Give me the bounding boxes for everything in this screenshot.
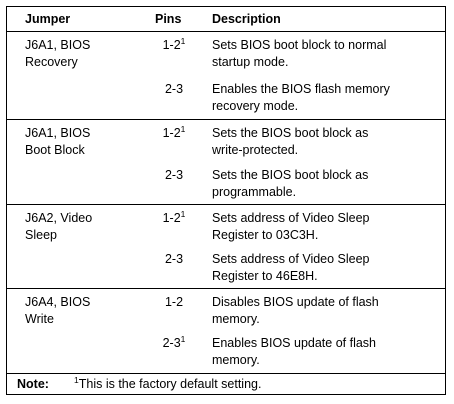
- pins-value: 2-3: [164, 168, 184, 182]
- description-cell: Sets address of Video Sleep Register to …: [212, 210, 440, 244]
- jumper-name-line: J6A1, BIOS: [25, 38, 91, 52]
- description-cell: Enables BIOS update of flash memory.: [212, 335, 440, 369]
- pins-value: 2-3: [164, 252, 184, 266]
- pins-cell: 2-3: [149, 251, 199, 268]
- jumper-cell: J6A1, BIOS Recovery: [25, 37, 135, 71]
- table-note-row: Note: 1This is the factory default setti…: [7, 374, 445, 394]
- table-row-group-video-sleep: J6A2, Video Sleep 1-21 Sets address of V…: [7, 205, 445, 289]
- pins-value: 1-2: [162, 211, 181, 225]
- description-cell: Disables BIOS update of flash memory.: [212, 294, 440, 328]
- jumper-name-line: Sleep: [25, 228, 57, 242]
- description-line: Sets the BIOS boot block as: [212, 126, 369, 140]
- pins-value: 2-3: [164, 82, 184, 96]
- description-line: Sets address of Video Sleep: [212, 252, 370, 266]
- pins-cell: 2-31: [149, 335, 199, 352]
- description-line: memory.: [212, 312, 260, 326]
- jumper-cell: J6A4, BIOS Write: [25, 294, 135, 328]
- jumper-name-line: J6A1, BIOS: [25, 126, 91, 140]
- pins-cell: 1-2: [149, 294, 199, 311]
- jumper-cell: J6A1, BIOS Boot Block: [25, 125, 135, 159]
- pins-cell: 1-21: [149, 125, 199, 142]
- jumper-settings-table: Jumper Pins Description J6A1, BIOS Recov…: [6, 6, 446, 395]
- description-line: Sets the BIOS boot block as: [212, 168, 369, 182]
- description-line: Enables BIOS update of flash: [212, 336, 376, 350]
- pins-value: 1-2: [162, 38, 181, 52]
- description-line: programmable.: [212, 185, 297, 199]
- table-row-group-bios-boot-block: J6A1, BIOS Boot Block 1-21 Sets the BIOS…: [7, 120, 445, 205]
- description-line: memory.: [212, 353, 260, 367]
- footnote-mark: 1: [180, 209, 186, 219]
- note-body: This is the factory default setting.: [78, 377, 262, 391]
- footnote-mark: 1: [180, 334, 186, 344]
- footnote-mark: 1: [180, 124, 186, 134]
- note-label: Note:: [17, 377, 49, 391]
- jumper-name-line: Recovery: [25, 55, 78, 69]
- note-text: 1This is the factory default setting.: [74, 375, 262, 391]
- jumper-name-line: J6A4, BIOS: [25, 295, 91, 309]
- jumper-name-line: Write: [25, 312, 54, 326]
- jumper-cell: J6A2, Video Sleep: [25, 210, 135, 244]
- description-line: write-protected.: [212, 143, 299, 157]
- pins-cell: 1-21: [149, 210, 199, 227]
- jumper-name-line: Boot Block: [25, 143, 85, 157]
- table-row-group-bios-recovery: J6A1, BIOS Recovery 1-21 Sets BIOS boot …: [7, 32, 445, 120]
- description-line: startup mode.: [212, 55, 289, 69]
- header-pins: Pins: [155, 12, 182, 26]
- pins-value: 2-3: [162, 336, 181, 350]
- description-line: Register to 03C3H.: [212, 228, 319, 242]
- header-jumper: Jumper: [25, 12, 71, 26]
- jumper-name-line: J6A2, Video: [25, 211, 93, 225]
- description-cell: Sets the BIOS boot block as programmable…: [212, 167, 440, 201]
- description-line: Sets BIOS boot block to normal: [212, 38, 387, 52]
- table-header-row: Jumper Pins Description: [7, 7, 445, 32]
- pins-cell: 1-21: [149, 37, 199, 54]
- description-cell: Sets the BIOS boot block as write-protec…: [212, 125, 440, 159]
- footnote-mark: 1: [180, 36, 186, 46]
- description-cell: Sets BIOS boot block to normal startup m…: [212, 37, 440, 71]
- header-description: Description: [212, 12, 281, 26]
- pins-value: 1-2: [162, 126, 181, 140]
- description-line: Disables BIOS update of flash: [212, 295, 379, 309]
- pins-cell: 2-3: [149, 167, 199, 184]
- description-cell: Enables the BIOS flash memory recovery m…: [212, 81, 440, 115]
- description-line: Sets address of Video Sleep: [212, 211, 370, 225]
- description-line: recovery mode.: [212, 99, 299, 113]
- footnote-mark: 1: [74, 375, 79, 385]
- description-line: Register to 46E8H.: [212, 269, 318, 283]
- pins-value: 1-2: [164, 295, 184, 309]
- table-row-group-bios-write: J6A4, BIOS Write 1-2 Disables BIOS updat…: [7, 289, 445, 374]
- description-line: Enables the BIOS flash memory: [212, 82, 390, 96]
- pins-cell: 2-3: [149, 81, 199, 98]
- description-cell: Sets address of Video Sleep Register to …: [212, 251, 440, 285]
